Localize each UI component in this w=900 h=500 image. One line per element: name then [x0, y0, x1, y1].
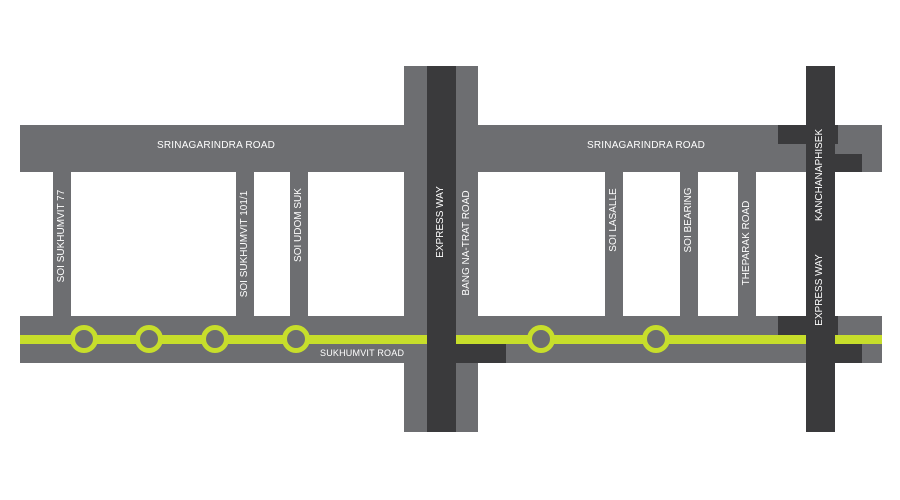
junction-patch-kanchanaphisek-right [834, 154, 862, 172]
soi-bearing-road [680, 172, 698, 316]
soi-udom-suk-road [290, 172, 308, 316]
srinagarindra-road-left-label: SRINAGARINDRA ROAD [157, 140, 276, 151]
rail-line-right [456, 335, 806, 344]
kanchanaphisek-label: KANCHANAPHISEK [814, 128, 825, 222]
junction-patch-sukhumvit-center [456, 344, 506, 363]
station-marker [282, 325, 310, 353]
theparak-road-label: THEPARAK ROAD [741, 200, 752, 286]
express-way-right-label: EXPRESS WAY [814, 254, 825, 326]
soi-sukhumvit-77-label: SOI SUKHUMVIT 77 [56, 189, 67, 283]
srinagarindra-road-left [20, 125, 427, 172]
sukhumvit-road-label: SUKHUMVIT ROAD [320, 348, 405, 358]
soi-lasalle-label: SOI LASALLE [608, 188, 619, 252]
express-way-center [427, 66, 456, 432]
soi-sukhumvit-77-road [53, 172, 71, 316]
station-marker [527, 325, 555, 353]
station-marker [201, 325, 229, 353]
express-way-center-label: EXPRESS WAY [435, 186, 446, 258]
rail-line-far-right [835, 335, 882, 344]
kanchanaphisek-express-way [806, 66, 835, 432]
soi-bearing-label: SOI BEARING [683, 187, 694, 253]
junction-patch-sukhumvit-right-bottom [834, 344, 862, 363]
srinagarindra-road-right-label: SRINAGARINDRA ROAD [587, 140, 706, 151]
soi-sukhumvit-101-1-road [236, 172, 254, 316]
bang-na-trat-road-label: BANG NA-TRAT ROAD [461, 190, 472, 296]
station-marker [642, 325, 670, 353]
theparak-road [738, 172, 756, 316]
soi-udom-suk-label: SOI UDOM SUK [293, 188, 304, 262]
soi-sukhumvit-101-1-label: SOI SUKHUMVIT 101/1 [239, 190, 250, 298]
station-marker [135, 325, 163, 353]
soi-lasalle-road [605, 172, 623, 316]
station-marker [70, 325, 98, 353]
